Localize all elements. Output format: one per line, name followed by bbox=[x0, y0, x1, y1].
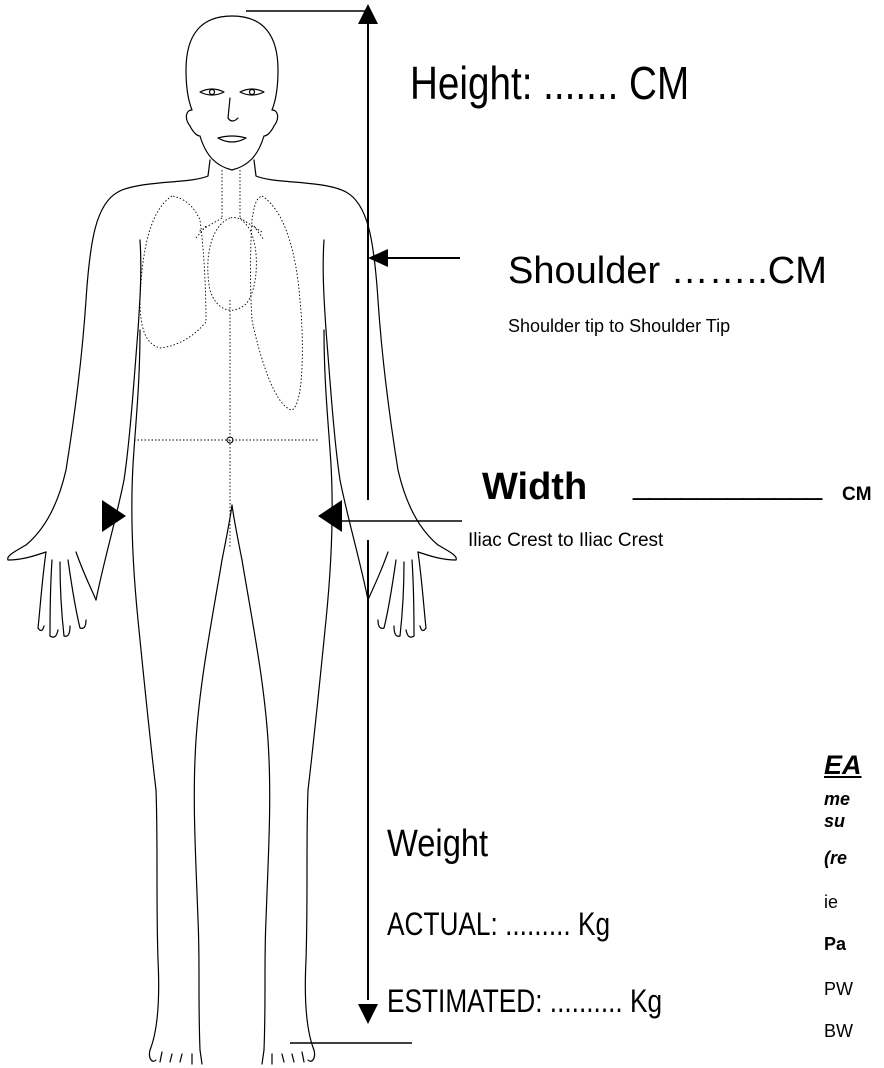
shoulder-pointer bbox=[368, 249, 460, 267]
shoulder-label: Shoulder ……..CM bbox=[508, 252, 827, 290]
inner-leg-outline bbox=[194, 505, 269, 1050]
weight-actual-label: ACTUAL: ......... Kg bbox=[387, 908, 610, 940]
left-leg-outline bbox=[132, 330, 159, 1050]
torso-outline bbox=[8, 160, 210, 560]
width-label: Width bbox=[482, 468, 587, 506]
lungs-and-heart bbox=[134, 170, 318, 548]
height-arrow-top-icon bbox=[358, 4, 378, 24]
weight-estimated-label: ESTIMATED: .......... Kg bbox=[387, 985, 662, 1017]
head-outline bbox=[186, 16, 278, 170]
side-note-line: PW bbox=[824, 980, 853, 998]
width-unit: CM bbox=[842, 485, 872, 504]
side-note-line: (re bbox=[824, 849, 847, 867]
side-note-line: su bbox=[824, 812, 845, 830]
width-sublabel: Iliac Crest to Iliac Crest bbox=[468, 531, 663, 550]
width-blank-field: ____________ bbox=[633, 470, 821, 500]
right-inner-arm bbox=[323, 240, 368, 600]
bronchi bbox=[196, 218, 264, 240]
side-note-panel: EA me su (re ie Pa PW BW bbox=[820, 752, 884, 1068]
left-lung bbox=[140, 196, 206, 348]
shoulder-arrow-icon bbox=[368, 249, 388, 267]
height-arrow bbox=[246, 4, 412, 1043]
side-note-line: me bbox=[824, 790, 850, 808]
right-hand-outline bbox=[368, 552, 426, 637]
right-hip-marker-icon bbox=[318, 500, 342, 532]
side-note-line: Pa bbox=[824, 935, 846, 953]
left-hip-marker-icon bbox=[102, 500, 126, 532]
left-hand-outline bbox=[38, 552, 96, 637]
heart bbox=[208, 218, 257, 311]
shoulder-sublabel: Shoulder tip to Shoulder Tip bbox=[508, 317, 730, 335]
left-foot-outline bbox=[149, 1050, 202, 1064]
side-note-heading: EA bbox=[824, 752, 862, 779]
right-leg-outline bbox=[305, 330, 332, 1050]
side-note-line: ie bbox=[824, 893, 838, 911]
hip-markers bbox=[102, 500, 462, 532]
side-note-line: BW bbox=[824, 1022, 853, 1040]
height-arrow-bottom-icon bbox=[358, 1004, 378, 1024]
weight-title: Weight bbox=[387, 825, 488, 863]
right-lung bbox=[251, 196, 303, 410]
nose-icon bbox=[228, 98, 238, 121]
height-label: Height: ....... CM bbox=[410, 60, 689, 106]
mouth-icon bbox=[218, 136, 246, 142]
trachea bbox=[222, 170, 240, 218]
left-inner-arm bbox=[96, 240, 141, 600]
right-foot-outline bbox=[262, 1050, 315, 1064]
